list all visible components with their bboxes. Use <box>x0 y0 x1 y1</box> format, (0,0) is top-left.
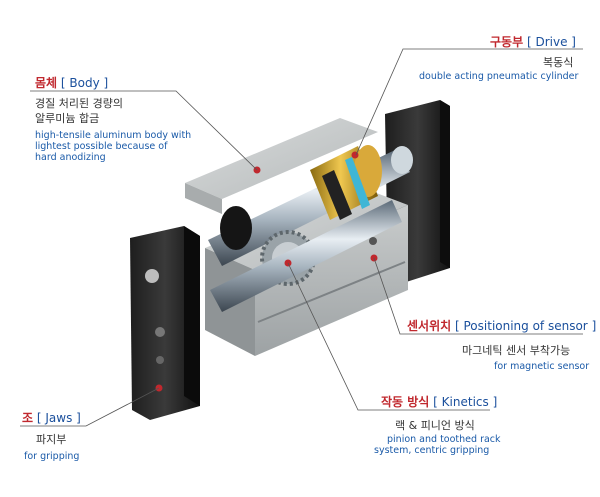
kinetics-title-en: [ Kinetics ] <box>433 395 498 409</box>
kinetics-title-ko: 작동 방식 <box>381 395 430 409</box>
left-jaw <box>130 226 200 420</box>
body-title-en-text: Body <box>69 76 100 90</box>
jaws-title-en: [ Jaws ] <box>36 411 81 425</box>
kinetics-desc-ko: 랙 & 피니언 방식 <box>395 419 475 432</box>
drive-piston <box>310 145 382 220</box>
body-desc-ko-1: 경질 처리된 경량의 <box>35 97 123 110</box>
jaws-title: 조 [ Jaws ] <box>22 409 81 426</box>
body-title-en: [ Body ] <box>60 76 109 90</box>
sensor-title-en-text: Positioning of sensor <box>463 319 588 333</box>
sensor-desc-ko: 마그네틱 센서 부착가능 <box>462 344 571 357</box>
drive-desc-ko: 복동식 <box>543 56 574 69</box>
kinetics-desc-en-2: system, centric gripping <box>374 445 490 456</box>
drive-title: 구동부 [ Drive ] <box>490 33 576 50</box>
sensor-title-ko: 센서위치 <box>407 319 452 333</box>
sensor-desc-en: for magnetic sensor <box>494 361 590 372</box>
drive-title-ko: 구동부 <box>490 35 524 49</box>
body-desc-en-1: high-tensile aluminum body with <box>35 130 192 141</box>
sensor-title: 센서위치 [ Positioning of sensor ] <box>407 317 596 334</box>
drive-desc-en: double acting pneumatic cylinder <box>419 71 579 82</box>
leader-lines <box>20 48 583 427</box>
body-desc-en-3: hard anodizing <box>35 152 106 163</box>
kinetics-desc-en-1: pinion and toothed rack <box>387 434 501 445</box>
drive-title-en-text: Drive <box>535 35 568 49</box>
jaws-desc-ko: 파지부 <box>36 433 67 446</box>
kinetics-title: 작동 방식 [ Kinetics ] <box>381 393 497 410</box>
jaws-desc-en: for gripping <box>24 451 80 462</box>
sensor-title-en: [ Positioning of sensor ] <box>455 319 597 333</box>
body-title-ko: 몸체 <box>35 76 58 90</box>
lower-piston-rod <box>210 200 402 312</box>
rod-seal <box>220 206 252 250</box>
jaws-title-ko: 조 <box>22 411 34 425</box>
body-title: 몸체 [ Body ] <box>35 74 108 91</box>
body-desc-en-2: lightest possible because of <box>35 141 168 152</box>
jaws-title-en-text: Jaws <box>45 411 73 425</box>
body-desc-ko-2: 알루미늄 합금 <box>35 112 100 125</box>
drive-title-en: [ Drive ] <box>526 35 576 49</box>
kinetics-title-en-text: Kinetics <box>441 395 489 409</box>
